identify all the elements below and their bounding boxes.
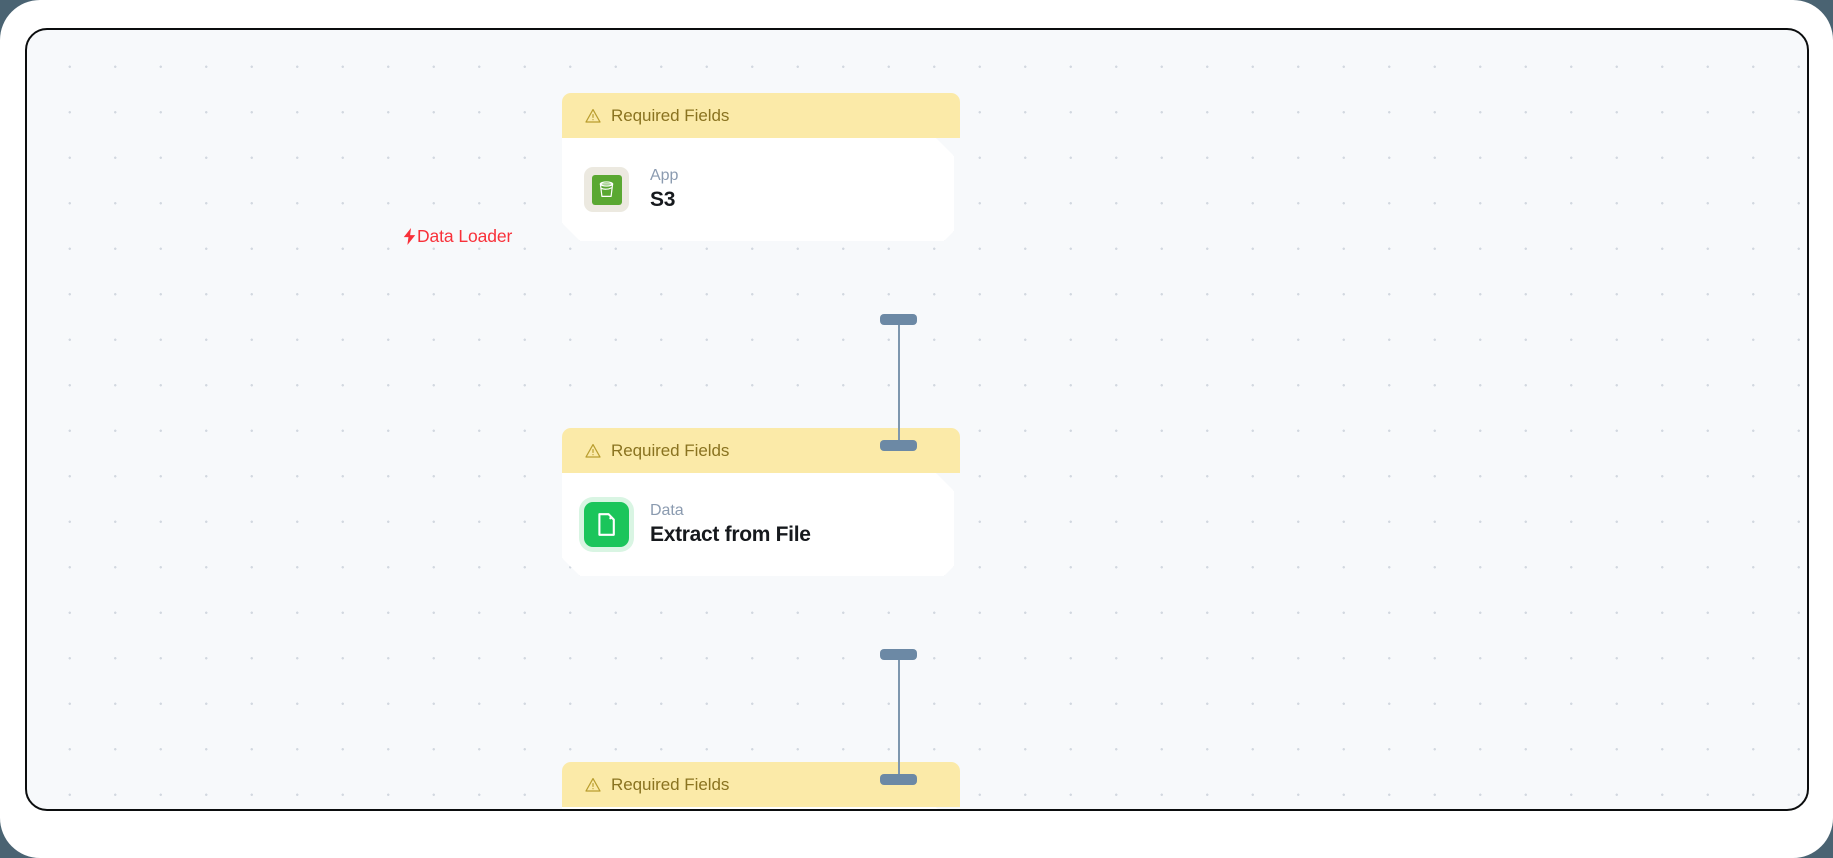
node-third-banner-label: Required Fields	[611, 774, 730, 794]
group-badge-label: Data Loader	[417, 226, 513, 246]
lightning-bolt-icon	[403, 228, 416, 245]
node-extract-output-handle[interactable]	[880, 649, 917, 660]
node-third-partial[interactable]: Required Fields	[562, 762, 960, 809]
node-extract-text: Data Extract from File	[650, 502, 811, 548]
warning-triangle-icon	[585, 777, 601, 792]
node-extract-input-handle[interactable]	[880, 440, 917, 451]
warning-triangle-icon	[585, 443, 601, 458]
edge-s3-to-extract	[897, 320, 900, 445]
node-s3-banner-label: Required Fields	[611, 105, 730, 125]
group-badge-data-loader: Data Loader	[403, 226, 512, 247]
node-s3-kind: App	[650, 166, 679, 184]
node-s3-body[interactable]: App S3	[562, 138, 954, 241]
file-document-icon	[584, 502, 629, 547]
node-third-body[interactable]	[562, 807, 954, 809]
node-extract-body[interactable]: Data Extract from File	[562, 473, 954, 576]
node-s3-output-handle[interactable]	[880, 314, 917, 325]
flow-canvas[interactable]: Data Loader Required Fields	[25, 28, 1809, 811]
node-extract-from-file[interactable]: Required Fields Data Extract from File	[562, 428, 960, 576]
s3-bucket-icon	[584, 167, 629, 212]
node-extract-kind: Data	[650, 501, 684, 519]
edge-extract-to-next	[897, 655, 900, 777]
node-third-input-handle[interactable]	[880, 774, 917, 785]
node-s3-warning-banner: Required Fields	[562, 93, 960, 138]
node-s3-title: S3	[650, 188, 676, 212]
node-s3[interactable]: Required Fields App S3	[562, 93, 960, 241]
node-extract-title: Extract from File	[650, 523, 811, 547]
node-s3-text: App S3	[650, 167, 678, 213]
node-extract-banner-label: Required Fields	[611, 440, 730, 460]
warning-triangle-icon	[585, 108, 601, 123]
